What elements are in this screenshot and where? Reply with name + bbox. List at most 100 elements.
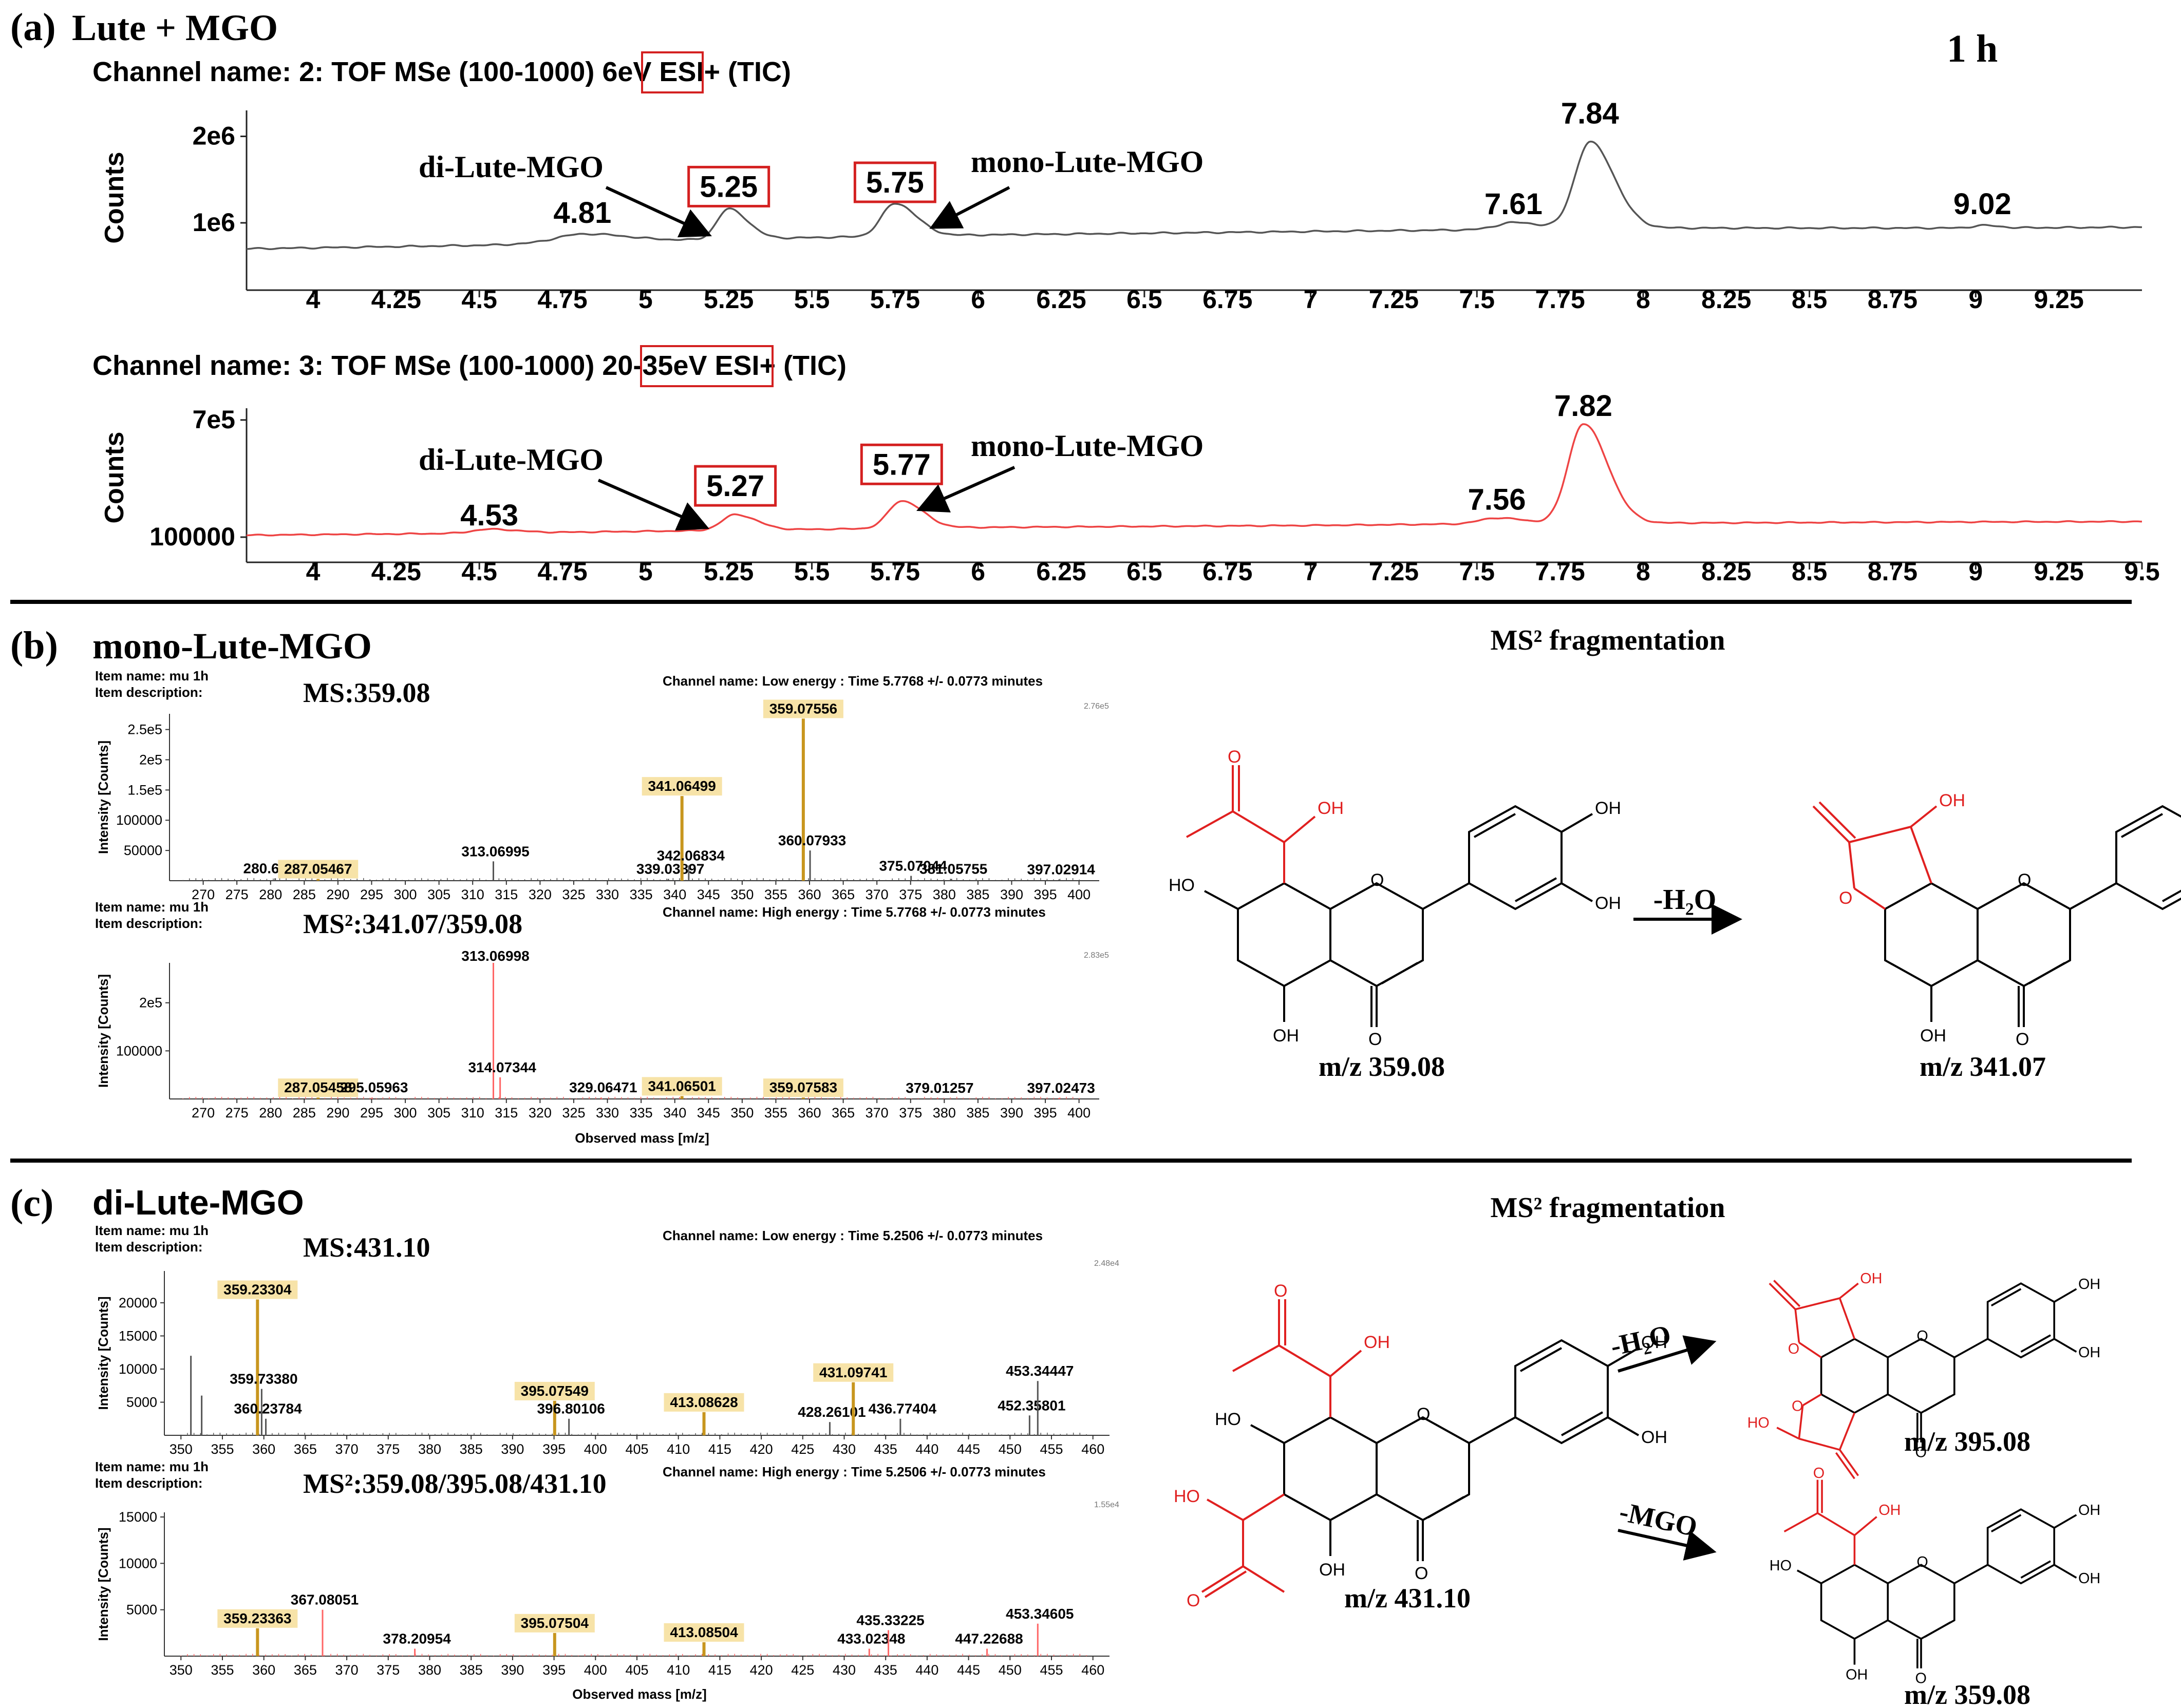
x-tick-label: 375	[377, 1441, 400, 1457]
ch3-di-label: di-Lute-MGO	[419, 443, 604, 477]
x-tick-label: 8.75	[1868, 557, 1917, 586]
spectrum-b-xlabel: Observed mass [m/z]	[575, 1130, 709, 1146]
x-tick-label: 4	[306, 285, 321, 314]
spectrum-peak-label: 313.06995	[461, 843, 529, 859]
spectrum-peak-label: 375.07044	[879, 858, 947, 874]
x-tick-label: 290	[326, 1105, 349, 1121]
structure-product-395: O OH O HO O OH OH O	[1747, 1270, 2100, 1479]
x-tick-label: 7.25	[1369, 557, 1419, 586]
x-tick-label: 370	[866, 887, 889, 902]
x-tick-label: 355	[764, 887, 787, 902]
spectrum-peak-label: 342.06834	[657, 848, 725, 864]
spectrum-scale-note: 1.55e4	[1094, 1501, 1119, 1509]
atom-o-ketone-c: O	[1274, 1281, 1287, 1301]
item-description: Item description:	[95, 916, 202, 931]
spectrum-peak-label: 341.06499	[648, 778, 716, 794]
x-tick-label: 320	[529, 887, 552, 902]
structure-di-lute-mgo: O OH HO HO O O OH OH OH O	[1174, 1281, 1667, 1610]
spectrum-scale-note: 2.48e4	[1094, 1259, 1119, 1268]
ch2-mono-arrow	[929, 186, 1010, 229]
structure-mono-lute-mgo: O OH HO O OH OH OH O	[1169, 747, 1621, 1049]
x-tick-label: 6.75	[1202, 557, 1252, 586]
ch2-ylabel: Counts	[100, 151, 129, 243]
spectrum-peak-label: 359.73380	[230, 1371, 297, 1387]
x-tick-label: 8	[1636, 557, 1650, 586]
c-loss1-label: -H₂O	[1608, 1319, 1674, 1361]
spectrum-heading: MS:359.08	[303, 677, 430, 708]
x-tick-label: 7.25	[1369, 285, 1419, 314]
x-tick-label: 400	[1067, 887, 1090, 902]
peak-label-highlight	[664, 1623, 744, 1642]
spectrum-peak-label: 359.23363	[223, 1610, 291, 1626]
ch3-energy-box	[640, 345, 774, 387]
spectrum-heading: MS²:359.08/395.08/431.10	[303, 1468, 607, 1499]
x-tick-label: 295	[360, 887, 383, 902]
x-tick-label: 7.5	[1459, 557, 1495, 586]
x-tick-label: 5.75	[870, 285, 920, 314]
x-tick-label: 5.25	[704, 285, 754, 314]
ch2-title-box-text: 6eV	[602, 56, 651, 87]
atom-o-ketone: O	[1228, 747, 1241, 767]
y-tick-label: 10000	[119, 1361, 157, 1377]
x-tick-label: 4.75	[537, 557, 587, 586]
ch2-title: Channel name: 2: TOF MSe (100-1000) 6eV …	[92, 56, 791, 87]
atom-oh-b2-p395: OH	[2078, 1344, 2100, 1361]
x-tick-label: 8.75	[1868, 285, 1917, 314]
x-tick-label: 360	[252, 1441, 275, 1457]
x-tick-label: 380	[418, 1441, 441, 1457]
peak-label-highlight	[217, 1609, 298, 1628]
x-tick-label: 430	[833, 1662, 856, 1678]
spectrum-peak-label: 453.34605	[1006, 1606, 1074, 1622]
spectrum-peak-label: 428.26101	[798, 1404, 866, 1420]
x-tick-label: 6.75	[1202, 285, 1252, 314]
x-tick-label: 380	[933, 887, 956, 902]
x-tick-label: 395	[1034, 1105, 1057, 1121]
x-tick-label: 285	[293, 887, 316, 902]
y-tick-label: 2e5	[139, 752, 162, 767]
spectrum-peak-label: 339.03897	[636, 861, 704, 877]
x-tick-label: 4.75	[537, 285, 587, 314]
panel-a-label: (a)	[10, 6, 56, 49]
atom-oh-side-c: OH	[1364, 1333, 1390, 1352]
y-tick-label: 5000	[126, 1394, 157, 1410]
x-tick-label: 4.25	[371, 557, 421, 586]
spectrum-channel: Channel name: Low energy : Time 5.7768 +…	[663, 673, 1043, 689]
atom-oh-b2-p359: OH	[2078, 1570, 2100, 1587]
x-tick-label: 315	[495, 1105, 518, 1121]
y-tick-label: 5000	[126, 1602, 157, 1618]
chromatogram-trace	[246, 423, 2142, 537]
x-tick-label: 400	[584, 1662, 607, 1678]
spectrum-peak-label: 395.07504	[521, 1615, 589, 1631]
spectrum-peak-label: 431.09741	[819, 1364, 887, 1380]
x-tick-label: 8.25	[1701, 285, 1751, 314]
atom-o-carbonyl-p395: O	[1915, 1445, 1926, 1461]
x-tick-label: 9	[1968, 557, 1983, 586]
x-tick-label: 410	[667, 1662, 690, 1678]
panel-b-frag-title: MS² fragmentation	[1491, 624, 1725, 656]
x-tick-label: 400	[584, 1441, 607, 1457]
x-tick-label: 420	[750, 1662, 773, 1678]
atom-ho-a-p359: HO	[1770, 1558, 1792, 1574]
x-tick-label: 270	[192, 1105, 215, 1121]
x-tick-label: 355	[764, 1105, 787, 1121]
x-tick-label: 380	[418, 1662, 441, 1678]
c-loss2-label: -MGO	[1617, 1496, 1700, 1542]
atom-o-carbonyl-p359: O	[1915, 1671, 1926, 1687]
x-tick-label: 365	[294, 1441, 317, 1457]
x-tick-label: 7	[1304, 285, 1318, 314]
c-loss2-arrow	[1618, 1529, 1717, 1561]
spectrum-c-xlabel: Observed mass [m/z]	[572, 1686, 707, 1702]
spectrum-channel: Channel name: High energy : Time 5.2506 …	[663, 1464, 1046, 1479]
spectrum-peak-label: 367.08051	[291, 1592, 359, 1608]
x-tick-label: 445	[957, 1441, 980, 1457]
x-tick-label: 315	[495, 887, 518, 902]
x-tick-label: 350	[730, 1105, 754, 1121]
x-tick-label: 440	[915, 1441, 938, 1457]
spectrum-scale-note: 2.83e5	[1084, 951, 1109, 960]
x-tick-label: 300	[394, 1105, 417, 1121]
x-tick-label: 425	[791, 1441, 814, 1457]
